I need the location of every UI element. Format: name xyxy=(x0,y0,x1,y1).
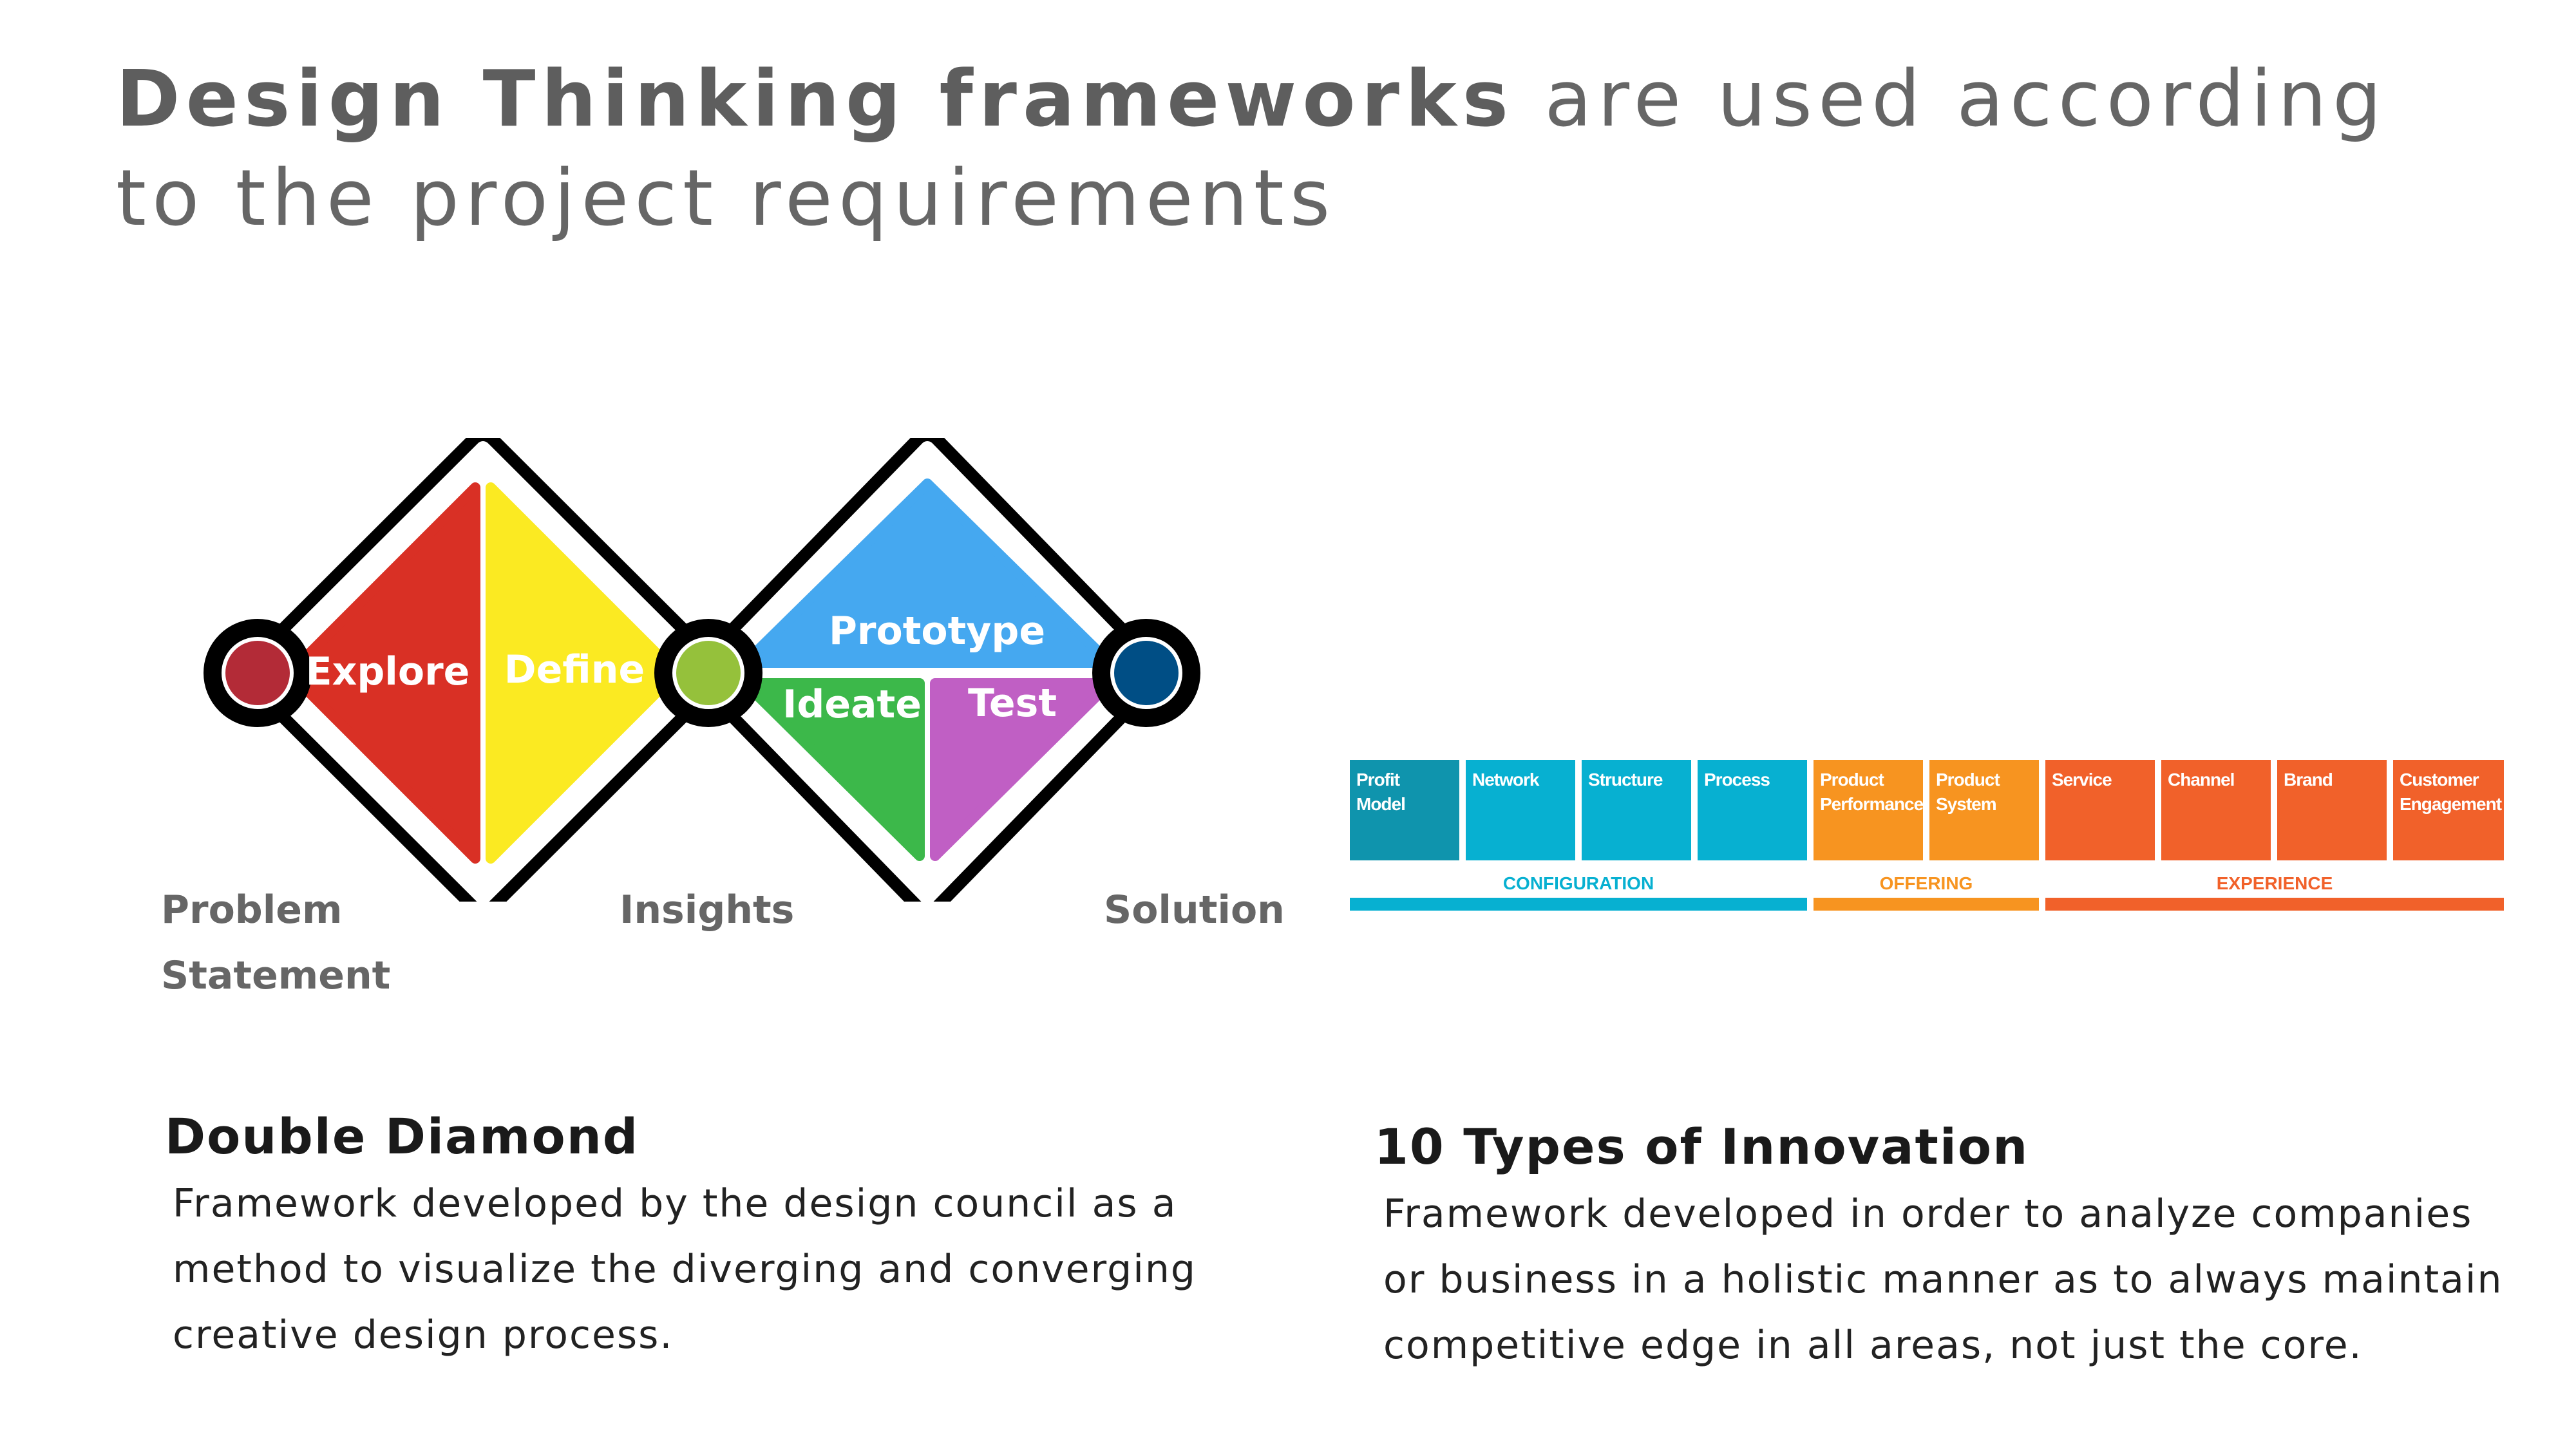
cell-structure: Structure xyxy=(1582,760,1691,860)
group-bar-offering xyxy=(1814,898,2039,911)
cell-product-performance: Product Performance xyxy=(1814,760,1924,860)
cell-channel: Channel xyxy=(2161,760,2271,860)
insights-node-fill xyxy=(676,641,741,705)
cell-process: Process xyxy=(1698,760,1807,860)
prototype-quadrant xyxy=(740,478,1115,668)
problem-statement-label: Problem Statement xyxy=(161,887,391,998)
cell-customer-engagement: Customer Engagement xyxy=(2393,760,2504,860)
double-diamond-diagram: Explore Define Prototype Ideate Test xyxy=(204,438,1200,902)
group-bar-configuration xyxy=(1350,898,1807,911)
double-diamond-description: Framework developed by the design counci… xyxy=(173,1181,1197,1358)
explore-label: Explore xyxy=(306,649,470,694)
group-bar-experience xyxy=(2045,898,2504,911)
page-title-rest: are used according to the project requir… xyxy=(116,55,2388,243)
problem-statement-node-fill xyxy=(225,641,290,705)
test-label: Test xyxy=(968,681,1057,726)
page-title: Design Thinking frameworks are used acco… xyxy=(116,50,2499,249)
prototype-label: Prototype xyxy=(829,609,1045,654)
define-label: Define xyxy=(504,647,645,692)
cell-brand: Brand xyxy=(2277,760,2387,860)
cell-network: Network xyxy=(1466,760,1575,860)
double-diamond-title: Double Diamond xyxy=(165,1108,639,1165)
group-label-experience: EXPERIENCE xyxy=(2216,873,2333,893)
test-quadrant xyxy=(930,678,1115,861)
ten-types-title: 10 Types of Innovation xyxy=(1374,1118,2029,1175)
group-label-configuration: CONFIGURATION xyxy=(1502,873,1654,893)
group-label-offering: OFFERING xyxy=(1879,873,1973,893)
solution-label: Solution xyxy=(1104,887,1285,933)
page-title-bold: Design Thinking frameworks xyxy=(116,55,1515,144)
ten-types-description: Framework developed in order to analyze … xyxy=(1383,1191,2503,1368)
ideate-quadrant xyxy=(740,678,925,861)
explore-quadrant xyxy=(285,482,480,864)
cell-service: Service xyxy=(2045,760,2155,860)
cell-profit-model: Profit Model xyxy=(1350,760,1459,860)
cell-product-system: Product System xyxy=(1929,760,2039,860)
define-quadrant xyxy=(486,482,681,864)
insights-label: Insights xyxy=(620,887,795,933)
solution-node-fill xyxy=(1114,641,1179,705)
ten-types-grid: Profit Model Network Structure Process P… xyxy=(1350,760,2505,914)
ideate-label: Ideate xyxy=(782,682,922,727)
